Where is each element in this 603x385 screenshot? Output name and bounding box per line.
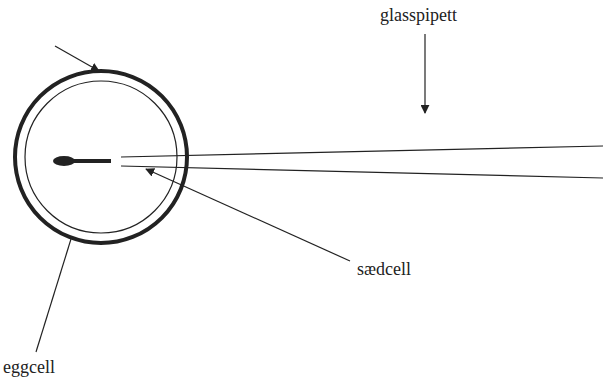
leader-line [55,46,99,71]
egg-membrane [25,81,177,233]
sperm-head [53,156,75,166]
sperm-tail [72,159,111,163]
zona-pellucida [15,71,187,243]
part-label: eggcell [3,358,55,378]
part-label: glasspipett [380,6,457,26]
leader-line [424,34,425,113]
pipette-wall [121,166,603,178]
leader-line [36,239,71,352]
pipette-wall [121,146,603,157]
part-label: sædcell [357,260,411,280]
leader-line [146,169,350,261]
